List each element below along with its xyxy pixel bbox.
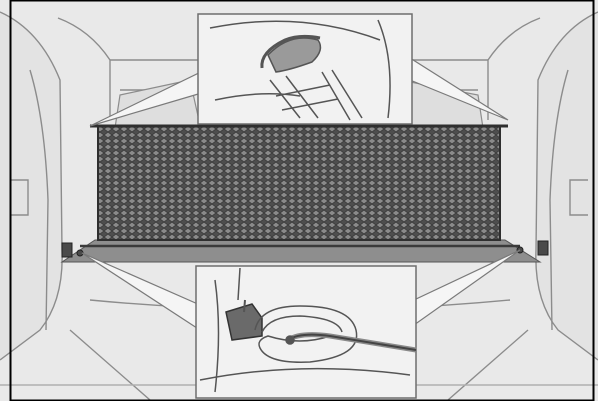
upper-hook-detail <box>198 14 412 124</box>
cargo-net <box>98 126 500 240</box>
lower-hook-detail <box>196 266 416 398</box>
cargo-floor <box>62 240 540 262</box>
